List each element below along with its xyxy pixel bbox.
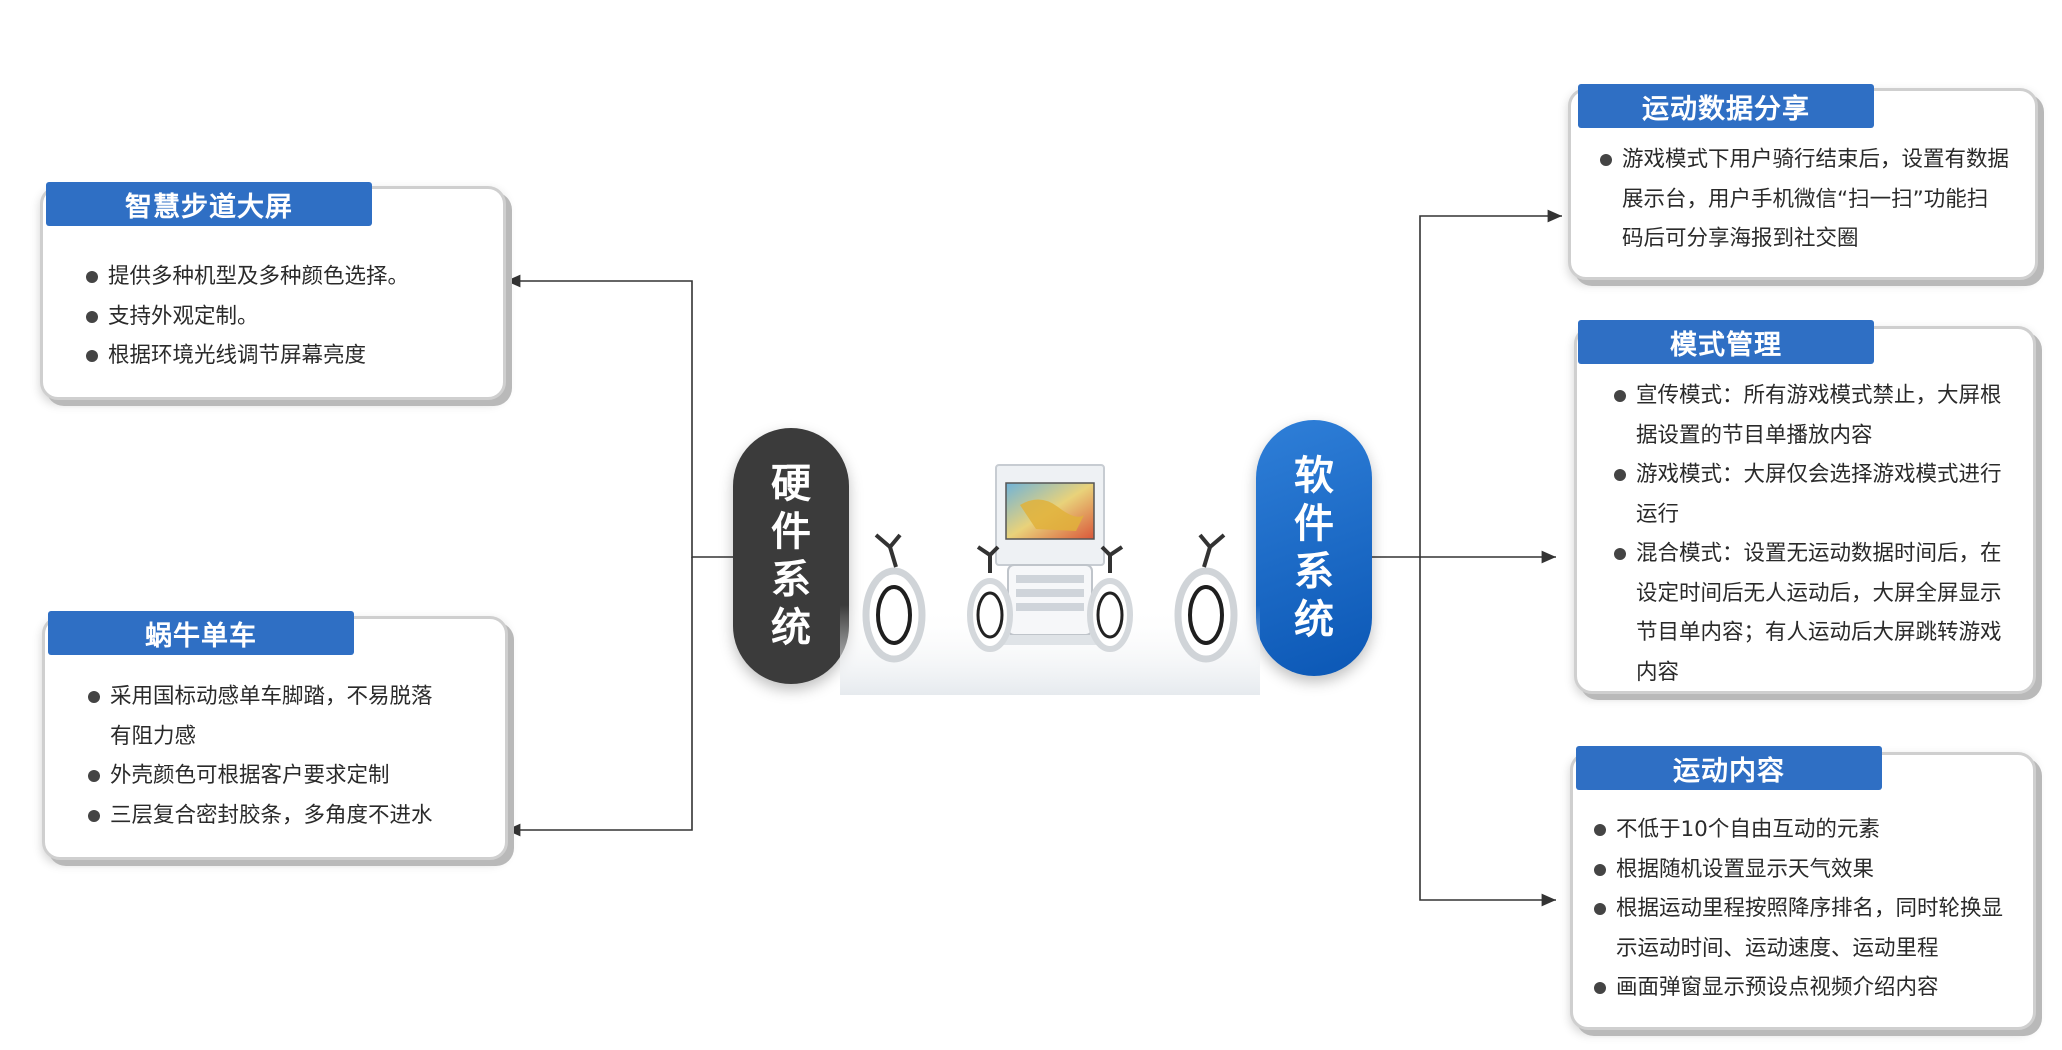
data-share-list: 游戏模式下用户骑行结束后，设置有数据 展示台，用户手机微信“扫一扫”功能扫 码后… [1600,140,2009,259]
screen-kiosk [990,464,1110,645]
mode-management-title: 模式管理 [1578,320,1874,364]
list-item: 混合模式：设置无运动数据时间后，在 设定时间后无人运动后，大屏全屏显示 节目单内… [1614,534,2002,692]
hardware-system-char: 统 [771,605,811,651]
list-item: 采用国标动感单车脚踏，不易脱落 有阻力感 [88,677,433,756]
outer-bike-right [1174,533,1238,663]
list-item: 支持外观定制。 [86,297,409,337]
sport-content-list: 不低于10个自由互动的元素 根据随机设置显示天气效果 根据运动里程按照降序排名，… [1594,810,2003,1008]
list-item: 根据运动里程按照降序排名，同时轮换显 示运动时间、运动速度、运动里程 [1594,889,2003,968]
product-illustration [840,464,1260,695]
list-item: 游戏模式：大屏仅会选择游戏模式进行 运行 [1614,455,2002,534]
software-system-char: 系 [1294,549,1334,595]
hardware-system-pill: 硬 件 系 统 [733,428,849,684]
mode-management-list: 宣传模式：所有游戏模式禁止，大屏根 据设置的节目单播放内容 游戏模式：大屏仅会选… [1614,376,2002,692]
hardware-system-char: 硬 [771,461,811,507]
list-item: 三层复合密封胶条，多角度不进水 [88,796,433,836]
list-item: 外壳颜色可根据客户要求定制 [88,756,433,796]
hardware-system-char: 件 [771,509,811,555]
connector-hardware-to-bike [506,557,693,837]
screen-info-title: 智慧步道大屏 [46,182,372,226]
hardware-system-char: 系 [771,557,811,603]
connector-hardware-to-screen [506,274,733,558]
data-share-title: 运动数据分享 [1578,84,1874,128]
software-system-char: 统 [1294,597,1334,643]
mode-management-box [1574,326,2036,694]
outer-bike-left [862,533,926,663]
center-bike-right [1087,545,1133,652]
list-item: 不低于10个自由互动的元素 [1594,810,2003,850]
software-system-char: 软 [1294,453,1334,499]
list-item: 根据环境光线调节屏幕亮度 [86,336,409,376]
list-item: 宣传模式：所有游戏模式禁止，大屏根 据设置的节目单播放内容 [1614,376,2002,455]
list-item: 提供多种机型及多种颜色选择。 [86,257,409,297]
bike-info-title: 蜗牛单车 [48,611,354,655]
screen-info-list: 提供多种机型及多种颜色选择。 支持外观定制。 根据环境光线调节屏幕亮度 [86,257,409,376]
center-bike-left [967,545,1013,652]
sport-content-box [1570,752,2036,1030]
software-system-char: 件 [1294,501,1334,547]
connector-software-to-content [1419,557,1556,907]
list-item: 游戏模式下用户骑行结束后，设置有数据 展示台，用户手机微信“扫一扫”功能扫 码后… [1600,140,2009,259]
bike-info-list: 采用国标动感单车脚踏，不易脱落 有阻力感 外壳颜色可根据客户要求定制 三层复合密… [88,677,433,835]
connector-software-to-share [1358,209,1562,558]
list-item: 画面弹窗显示预设点视频介绍内容 [1594,968,2003,1008]
list-item: 根据随机设置显示天气效果 [1594,850,2003,890]
sport-content-title: 运动内容 [1576,746,1882,790]
software-system-pill: 软 件 系 统 [1256,420,1372,676]
